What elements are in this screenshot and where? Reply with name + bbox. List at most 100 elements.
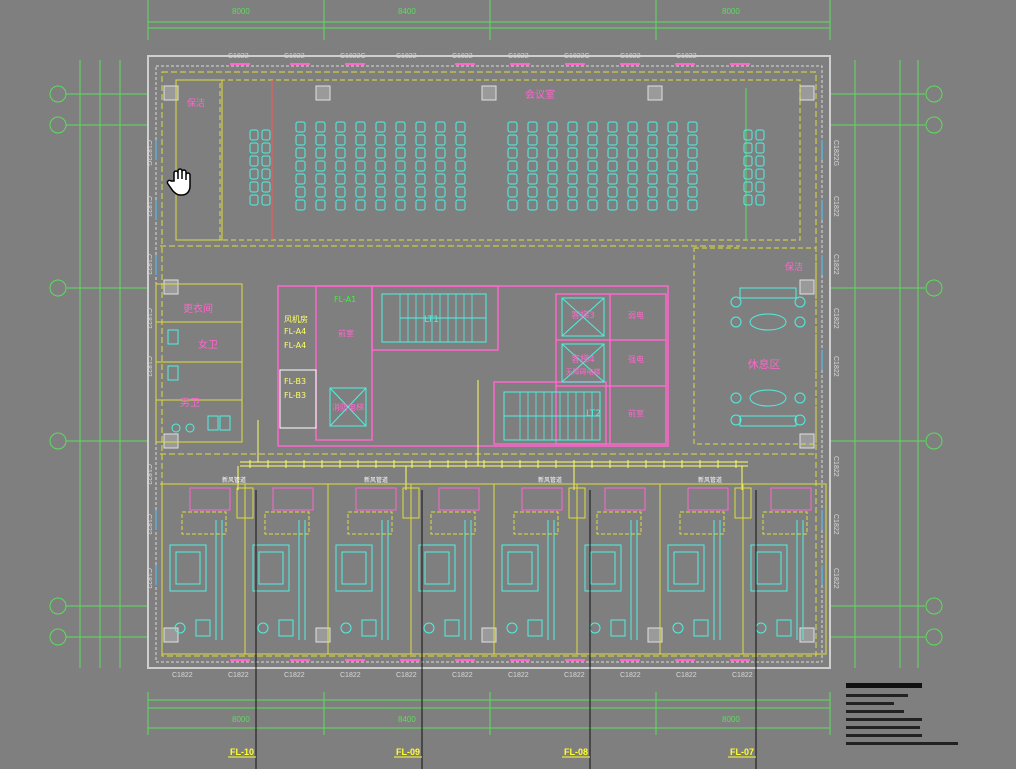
chair bbox=[395, 134, 406, 146]
chair bbox=[607, 121, 618, 133]
chair bbox=[395, 173, 406, 185]
chair bbox=[527, 121, 538, 133]
chair bbox=[435, 186, 446, 198]
window-label: C1822 bbox=[832, 568, 839, 589]
window-label: C1822G bbox=[145, 140, 152, 166]
chair bbox=[647, 199, 658, 211]
notes-line bbox=[846, 742, 958, 745]
chair bbox=[507, 173, 518, 185]
chair bbox=[507, 160, 518, 172]
window-label: C1822 bbox=[228, 672, 249, 679]
bottom-dimension-text: 8000 8400 8000 bbox=[232, 715, 740, 724]
fl-tag-07: FL-07 bbox=[730, 747, 754, 757]
chair bbox=[607, 199, 618, 211]
chair bbox=[567, 121, 578, 133]
chair bbox=[567, 134, 578, 146]
chair bbox=[755, 168, 765, 180]
chair bbox=[507, 147, 518, 159]
chair bbox=[375, 173, 386, 185]
chair bbox=[607, 173, 618, 185]
chair bbox=[587, 134, 598, 146]
window-label: C1822C bbox=[340, 53, 366, 60]
window-label: C1822 bbox=[508, 53, 529, 60]
chair bbox=[647, 173, 658, 185]
room-label-lift4: 客梯4 bbox=[571, 353, 595, 365]
window-label: C1822 bbox=[564, 672, 585, 679]
chair bbox=[627, 134, 638, 146]
chair bbox=[295, 121, 306, 133]
window-label: C1822 bbox=[145, 356, 152, 377]
notes-line bbox=[846, 726, 920, 729]
chair bbox=[507, 186, 518, 198]
chair bbox=[607, 134, 618, 146]
chair bbox=[627, 121, 638, 133]
stair-label-lt1: LT1 bbox=[424, 315, 439, 325]
ductwork bbox=[237, 380, 748, 490]
chair bbox=[435, 134, 446, 146]
chair bbox=[295, 173, 306, 185]
chair bbox=[249, 155, 259, 167]
window-label: C1822 bbox=[832, 356, 839, 377]
chair bbox=[435, 160, 446, 172]
window-label: C1822 bbox=[145, 568, 152, 589]
chair bbox=[375, 160, 386, 172]
chair bbox=[249, 168, 259, 180]
chair bbox=[355, 186, 366, 198]
chair bbox=[415, 134, 426, 146]
room-label-front-room: 前室 bbox=[628, 408, 644, 418]
chair bbox=[607, 186, 618, 198]
chair bbox=[375, 134, 386, 146]
chair bbox=[335, 147, 346, 159]
chair bbox=[627, 160, 638, 172]
notes-line bbox=[846, 734, 922, 737]
stair-label-lt2: LT2 bbox=[586, 409, 601, 419]
room-label-lift4-sub: 无障碍电梯 bbox=[566, 367, 601, 376]
chair bbox=[395, 186, 406, 198]
fl-tags: FL-10 FL-09 FL-08 FL-07 bbox=[228, 747, 756, 758]
chair bbox=[687, 173, 698, 185]
chair bbox=[755, 129, 765, 141]
window-label: C1822 bbox=[145, 196, 152, 217]
bottom-dimension-lines bbox=[147, 692, 831, 735]
window-label: C1822 bbox=[620, 53, 641, 60]
window-label: C1822 bbox=[732, 672, 753, 679]
chair bbox=[455, 199, 466, 211]
room-label-strong-elec: 强电 bbox=[628, 354, 644, 364]
chair bbox=[415, 199, 426, 211]
room-label-rest-area: 休息区 bbox=[748, 357, 781, 371]
window-label: C1822 bbox=[284, 53, 305, 60]
room-label-female-wc: 女卫 bbox=[198, 338, 218, 351]
chair bbox=[355, 160, 366, 172]
window-label: C1822 bbox=[508, 672, 529, 679]
chair bbox=[261, 168, 271, 180]
chair bbox=[335, 160, 346, 172]
notes-line bbox=[846, 702, 894, 705]
chair bbox=[315, 186, 326, 198]
chair bbox=[743, 181, 753, 193]
chair bbox=[355, 147, 366, 159]
window-label: C1822 bbox=[676, 672, 697, 679]
chair bbox=[667, 199, 678, 211]
room-label-elec: 弱电 bbox=[628, 310, 644, 320]
chair bbox=[587, 160, 598, 172]
chair bbox=[261, 155, 271, 167]
chair bbox=[335, 199, 346, 211]
chair bbox=[415, 160, 426, 172]
ceiling-label-3: 新风管道 bbox=[538, 476, 562, 484]
chair bbox=[395, 147, 406, 159]
duct-label-fla4-a: FL-A4 bbox=[284, 327, 306, 336]
chair bbox=[743, 142, 753, 154]
window-label: C1822 bbox=[172, 672, 193, 679]
chair bbox=[755, 155, 765, 167]
guest-rooms bbox=[161, 483, 827, 655]
chair bbox=[647, 186, 658, 198]
chair bbox=[435, 173, 446, 185]
chair bbox=[667, 173, 678, 185]
chair bbox=[455, 160, 466, 172]
room-label-cleaning: 保洁 bbox=[187, 97, 205, 109]
chair bbox=[547, 173, 558, 185]
chair bbox=[547, 186, 558, 198]
chair bbox=[587, 173, 598, 185]
chair bbox=[435, 199, 446, 211]
